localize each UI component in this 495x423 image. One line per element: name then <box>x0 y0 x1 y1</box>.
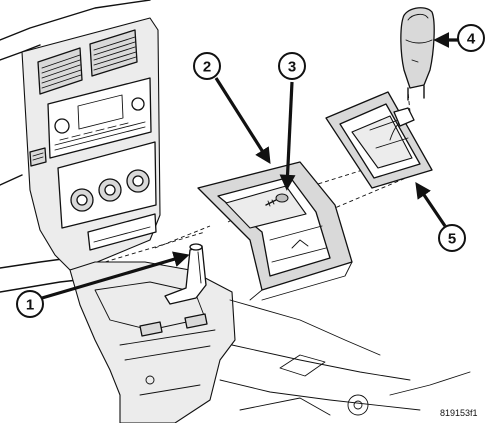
callout-3-label: 3 <box>288 59 296 76</box>
callout-1: 1 <box>16 290 44 318</box>
air-vent-left <box>37 47 83 95</box>
leader-1 <box>41 251 190 300</box>
callout-5: 5 <box>438 224 466 252</box>
figure-id: 819153f1 <box>440 408 478 418</box>
instrument-panel-center-stack <box>0 0 161 293</box>
air-vent-right <box>89 29 138 77</box>
leader-5 <box>415 182 447 227</box>
leader-2 <box>214 77 271 165</box>
shift-lever <box>164 243 207 305</box>
switch-block <box>29 147 47 167</box>
climate-control-panel <box>57 141 157 229</box>
floor-console <box>69 261 471 423</box>
leader-lines <box>41 32 458 300</box>
radio-unit <box>47 77 152 159</box>
callout-2: 2 <box>193 52 221 80</box>
callout-2-label: 2 <box>203 59 211 76</box>
leader-3 <box>279 81 296 191</box>
callout-3: 3 <box>278 52 306 80</box>
screw <box>265 193 289 207</box>
callout-1-label: 1 <box>26 297 34 314</box>
callout-4-label: 4 <box>467 31 476 48</box>
storage-bin <box>87 213 157 251</box>
callout-4: 4 <box>457 24 485 52</box>
callout-5-label: 5 <box>448 231 456 248</box>
shifter-bezel <box>197 161 353 301</box>
shift-boot <box>325 91 433 189</box>
shift-knob <box>400 7 435 101</box>
